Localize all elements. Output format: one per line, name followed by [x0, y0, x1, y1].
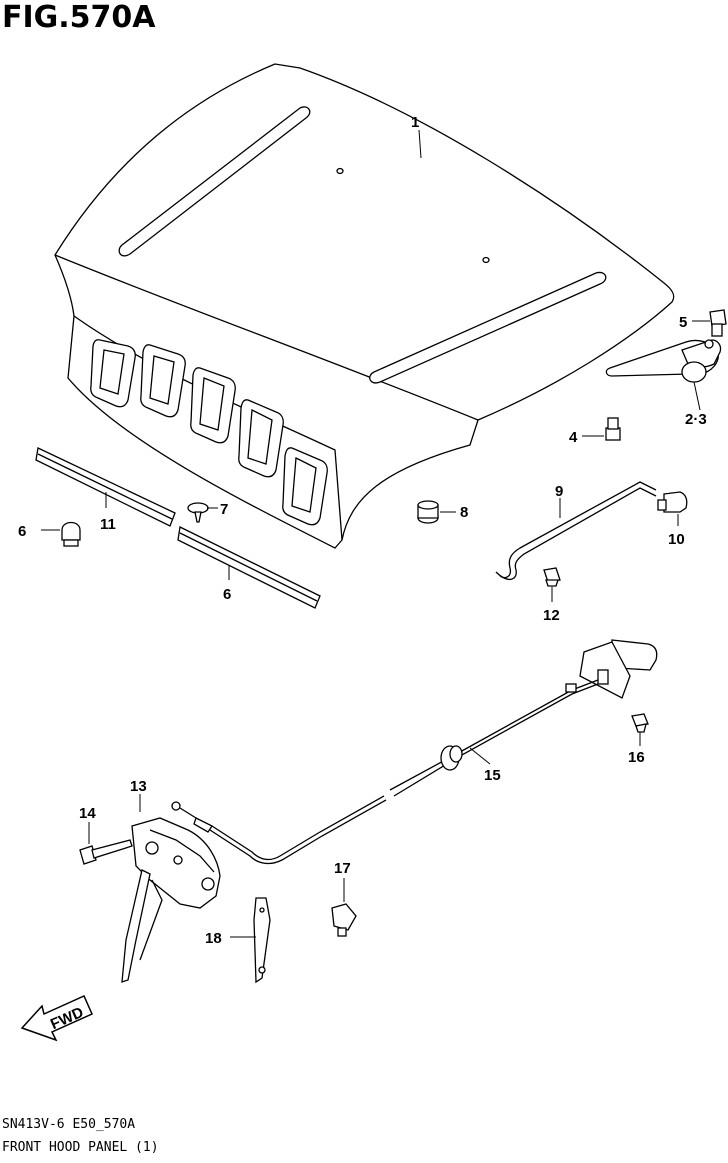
callout-17: 17: [334, 860, 351, 902]
callout-label: 13: [130, 778, 147, 795]
callout-10: 10: [668, 514, 685, 548]
seal-upper: [35, 447, 176, 527]
callout-label: 5: [679, 314, 687, 331]
callout-label: 10: [668, 531, 685, 548]
callout-5: 5: [679, 314, 710, 331]
callout-6-upper: 11: [100, 492, 116, 533]
callout-15: 15: [469, 747, 501, 784]
callout-16: 16: [628, 732, 645, 766]
callout-label: 8: [460, 504, 468, 521]
cable-tie-18: [253, 897, 271, 984]
callout-label: 2·3: [685, 411, 707, 428]
callout-label: 14: [79, 805, 96, 822]
figure-code: SN413V-6 E50_570A: [2, 1117, 136, 1132]
figure-title: FIG.570A: [2, 0, 156, 35]
callout-9: 9: [555, 483, 563, 518]
clip-16: [631, 713, 649, 733]
hood-panel: [54, 63, 675, 549]
bolt-5: [709, 309, 727, 337]
support-rod-9: [495, 481, 657, 580]
callout-13: 13: [130, 778, 147, 812]
callout-18: 18: [205, 930, 256, 947]
release-cable-15: [171, 639, 658, 865]
callout-label: 4: [569, 429, 578, 446]
hood-latch-13: [121, 817, 221, 983]
callout-label: 16: [628, 749, 645, 766]
callout-label: 6: [223, 586, 231, 603]
callout-8: 8: [440, 504, 468, 521]
callout-2-3: 2·3: [685, 381, 707, 428]
bumper-8: [417, 500, 439, 524]
forward-arrow-icon: FWD: [20, 995, 93, 1042]
callout-label: 17: [334, 860, 351, 877]
callout-label: 9: [555, 483, 563, 500]
callout-label: 6: [18, 523, 26, 540]
seal-lower: [177, 526, 321, 609]
callout-label: 18: [205, 930, 222, 947]
grille-openings: [90, 339, 328, 526]
callout-label: 1: [411, 114, 419, 131]
figure-caption: FRONT HOOD PANEL (1): [2, 1140, 159, 1155]
forward-label: FWD: [48, 1004, 86, 1033]
callout-4: 4: [569, 429, 604, 446]
cap-11: [61, 521, 81, 547]
callout-1: 1: [411, 114, 422, 159]
callout-14: 14: [79, 805, 96, 844]
callout-label: 11: [100, 516, 116, 533]
holder-10: [657, 491, 688, 513]
bolt-4: [605, 417, 621, 441]
clip-7: [187, 502, 209, 523]
callout-label: 15: [484, 767, 501, 784]
callout-7: 7: [207, 501, 228, 518]
callout-11: 6: [18, 523, 60, 540]
clip-17: [331, 903, 357, 937]
callout-label: 7: [220, 501, 228, 518]
callout-label: 12: [543, 607, 560, 624]
callout-12: 12: [543, 587, 560, 624]
callout-6-lower: 6: [223, 565, 231, 603]
clip-12: [543, 567, 561, 587]
hood-hinge: [605, 339, 722, 383]
bolt-14: [79, 839, 133, 865]
